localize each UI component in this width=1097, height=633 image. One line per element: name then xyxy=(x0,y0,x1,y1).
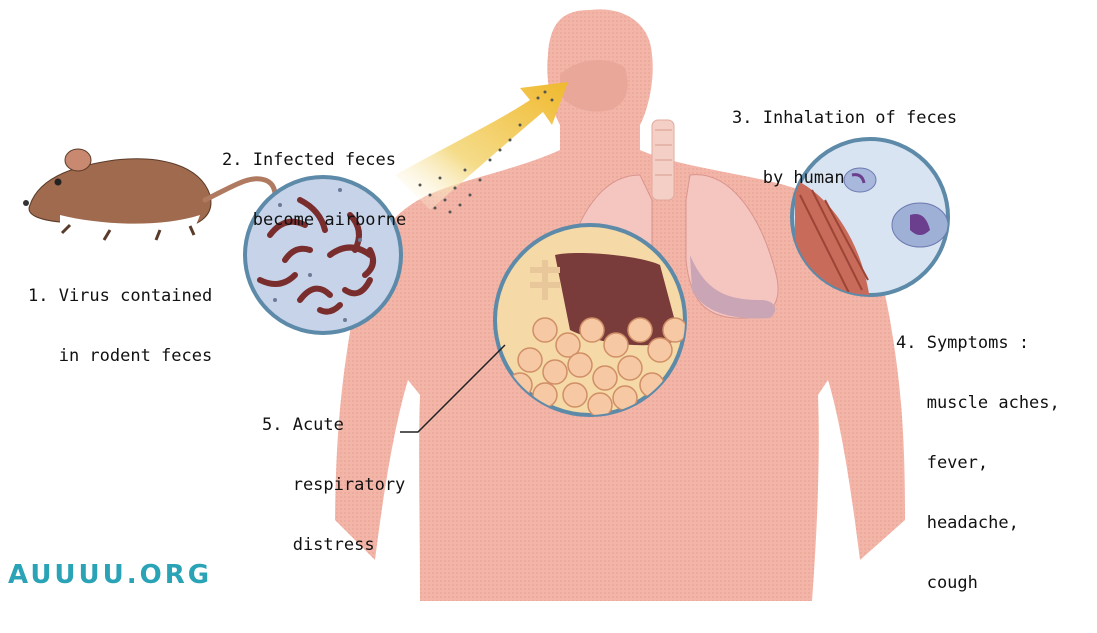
watermark: AUUUU.ORG xyxy=(8,560,212,590)
step-5-line-2: respiratory xyxy=(262,475,405,495)
lung-magnifier xyxy=(495,225,687,417)
step-5-line-3: distress xyxy=(262,535,405,555)
step-1-line-2: in rodent feces xyxy=(28,346,212,366)
hantavirus-diagram: 1. Virus contained in rodent feces 2. In… xyxy=(0,0,1097,601)
step-5-label: 5. Acute respiratory distress xyxy=(262,375,405,595)
step-4-line-2: muscle aches, xyxy=(896,393,1060,413)
step-4-line-3: fever, xyxy=(896,453,1060,473)
step-5-line-1: 5. Acute xyxy=(262,415,405,435)
step-3-line-1: 3. Inhalation of feces xyxy=(732,108,957,128)
step-2-line-2: become airborne xyxy=(222,210,406,230)
step-2-label: 2. Infected feces become airborne xyxy=(222,110,406,270)
step-1-line-1: 1. Virus contained xyxy=(28,286,212,306)
step-1-label: 1. Virus contained in rodent feces xyxy=(28,246,212,406)
step-4-line-4: headache, xyxy=(896,513,1060,533)
nasal-cavity xyxy=(560,60,628,112)
step-2-line-1: 2. Infected feces xyxy=(222,150,406,170)
step-3-label: 3. Inhalation of feces by human xyxy=(732,68,957,228)
step-4-line-5: cough xyxy=(896,573,1060,593)
step-3-line-2: by human xyxy=(732,168,957,188)
step-4-line-1: 4. Symptoms : xyxy=(896,333,1060,353)
rodent-eye xyxy=(55,179,62,186)
rodent-ear xyxy=(65,149,91,171)
rodent-nose xyxy=(23,200,29,206)
step-4-label: 4. Symptoms : muscle aches, fever, heada… xyxy=(896,293,1060,633)
